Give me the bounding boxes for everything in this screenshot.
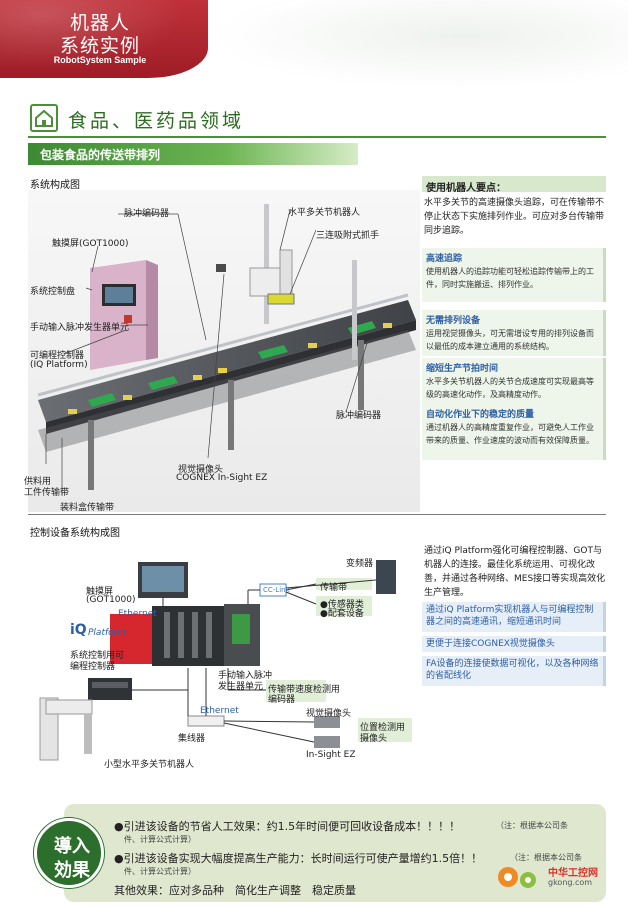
key-point-title: 缩短生产节拍时间 — [426, 364, 499, 374]
effect-badge-line2: 効果 — [54, 860, 90, 881]
label-touch-screen: 触摸屏(GOT1000) — [52, 239, 129, 249]
effect-line-1-note2: 件、计算公式计算） — [124, 835, 196, 844]
label-pulse-encoder-top: 脉冲编码器 — [124, 209, 170, 219]
control-point-3: FA设备的连接使数据可视化，以及各种网络的省配线化 — [422, 656, 606, 686]
effect-badge: 導入 効果 — [34, 818, 104, 888]
key-point-text: 使用机器人的追踪功能可轻松追踪传输带上的工件，同时实施搬运、排列作业。 — [426, 267, 594, 289]
key-point-box-4: 自动化作业下的稳定的质量 通过机器人的高精度重复作业，可避免人工作业带来的质量、… — [422, 404, 606, 460]
iq-platform-logo: Platform — [88, 628, 127, 638]
cclink-logo: CC-Link — [263, 586, 290, 594]
label2-position-camera-2: 摄像头 — [360, 734, 388, 744]
watermark-domain: gkong.com — [548, 878, 593, 887]
subtitle-bar — [28, 143, 358, 165]
effect-badge-line1: 導入 — [54, 836, 90, 857]
effect-line-1-note: （注：根据本公司条 — [496, 821, 568, 830]
label2-conveyor-encoder-1: 传输带速度检测用 — [268, 685, 341, 695]
key-point-title: 高速追踪 — [426, 254, 463, 264]
label2-conveyor-encoder-2: 编码器 — [268, 695, 296, 705]
key-point-text: 运用视觉摄像头，可无需增设专用的排列设备而以最低的成本建立通用的系统结构。 — [426, 329, 594, 351]
label2-sys-ctrl-1: 系统控制用可 — [70, 651, 125, 661]
label-plc: 可编程控制器 — [30, 351, 85, 361]
header-banner-shine — [0, 0, 208, 78]
iq-logo: iQ — [70, 622, 87, 638]
gear-icon — [498, 867, 536, 888]
effect-line-2-note: （注：根据本公司条 — [510, 853, 582, 862]
label2-ethernet-bottom: Ethernet — [200, 706, 239, 716]
label-iq-platform: (IQ Platform) — [30, 360, 88, 370]
watermark-text: 中华工控网 — [548, 868, 598, 879]
label2-position-camera-1: 位置检测用 — [360, 723, 406, 733]
label-discharge-conveyor: 装料盒传输带 — [60, 503, 115, 513]
diagram1-heading: 系统构成图 — [30, 180, 80, 191]
key-points-heading: 使用机器人要点： — [422, 176, 606, 194]
label2-camera: 视觉摄像头 — [306, 709, 352, 719]
diagram2-heading: 控制设备系统构成图 — [30, 528, 120, 539]
section-subtitle: 包装食品的传送带排列 — [40, 148, 161, 162]
label-manual-pulse: 手动输入脉冲发生器单元 — [30, 323, 130, 333]
key-point-text: 通过机器人的高精度重复作业，可避免人工作业带来的质量、作业速度的波动而有效保障质… — [426, 423, 594, 445]
label2-manual-pulse-2: 发生器单元 — [218, 682, 264, 692]
section-divider — [28, 136, 606, 138]
label-scara: 水平多关节机器人 — [288, 208, 361, 218]
label2-inverter: 变频器 — [346, 559, 374, 569]
label2-got: (GOT1000) — [86, 595, 136, 605]
label2-hub: 集线器 — [178, 734, 206, 744]
label-gripper: 三连吸附式抓手 — [316, 231, 380, 241]
label2-insight: In-Sight EZ — [306, 750, 356, 760]
label2-touch-screen: 触摸屏 — [86, 587, 114, 597]
label2-conveyor: 传输带 — [320, 583, 348, 593]
label2-scara: 小型水平多关节机器人 — [104, 760, 195, 770]
label-camera: 视觉摄像头 — [178, 465, 224, 475]
control-intro: 通过iQ Platform强化可编程控制器、GOT与机器人的连接。最佳化系统运用… — [424, 546, 606, 598]
label-feed-conveyor-1: 供料用 — [24, 477, 52, 487]
effect-line-2: ●引进该设备实现大幅度提高生产能力：长时间运行可使产量增约1.5倍！！ — [114, 852, 483, 865]
header-subtitle-en: RobotSystem Sample — [53, 55, 147, 65]
key-point-text: 水平多关节机器人的关节合成速度可实现最高等级的高速化动作，及高精度动作。 — [426, 377, 594, 399]
house-icon — [30, 104, 58, 132]
label2-ethernet-top: Ethernet — [118, 609, 157, 619]
label-control-panel: 系统控制盘 — [30, 287, 76, 297]
control-point-2: 更便于连接COGNEX视觉摄像头 — [422, 636, 606, 652]
header-background — [208, 0, 628, 90]
section-separator — [28, 514, 606, 515]
label-feed-conveyor-2: 工件传输带 — [24, 488, 70, 498]
key-point-box-1: 高速追踪 使用机器人的追踪功能可轻松追踪传输带上的工件，同时实施搬运、排列作业。 — [422, 248, 606, 302]
effect-panel — [64, 804, 606, 902]
key-points-heading-text: 使用机器人要点： — [426, 183, 506, 194]
key-point-title: 自动化作业下的稳定的质量 — [426, 410, 535, 420]
header-title-line2: 系统实例 — [59, 35, 140, 57]
key-point-box-2: 无需排列设备 运用视觉摄像头，可无需增设专用的排列设备而以最低的成本建立通用的系… — [422, 310, 606, 356]
control-system-illustration — [39, 560, 412, 761]
label-cognex: COGNEX In-Sight EZ — [176, 473, 268, 483]
key-point-box-3: 缩短生产节拍时间 水平多关节机器人的关节合成速度可实现最高等级的高速化动作，及高… — [422, 358, 606, 404]
label2-sensor: ●传感器类 — [320, 600, 364, 610]
key-points-intro: 水平多关节的高速摄像头追踪，可在传输带不停止状态下实施排列作业。可应对多台传输带… — [424, 198, 605, 236]
label-pulse-encoder-right: 脉冲编码器 — [336, 411, 382, 421]
control-point-1: 通过iQ Platform实现机器人与可编程控制器之间的高速通讯，缩短通讯时间 — [422, 602, 606, 632]
effect-line-3: 其他效果：应对多品种 简化生产调整 稳定质量 — [114, 884, 356, 897]
key-point-title: 无需排列设备 — [426, 316, 481, 326]
header-banner — [0, 0, 208, 78]
section-title: 食品、医药品领域 — [68, 110, 245, 132]
label2-distribution: ●配套设备 — [320, 609, 364, 619]
label2-sys-ctrl-2: 编程控制器 — [70, 662, 116, 672]
effect-line-1: ●引进该设备的节省人工效果：约1.5年时间便可回收设备成本！！！！ — [114, 820, 461, 833]
effect-line-2-note2: 件、计算公式计算） — [124, 867, 196, 876]
label2-manual-pulse-1: 手动输入脉冲 — [218, 671, 273, 681]
header-title-line1: 机器人 — [69, 12, 130, 34]
conveyor-system-illustration — [28, 190, 420, 512]
